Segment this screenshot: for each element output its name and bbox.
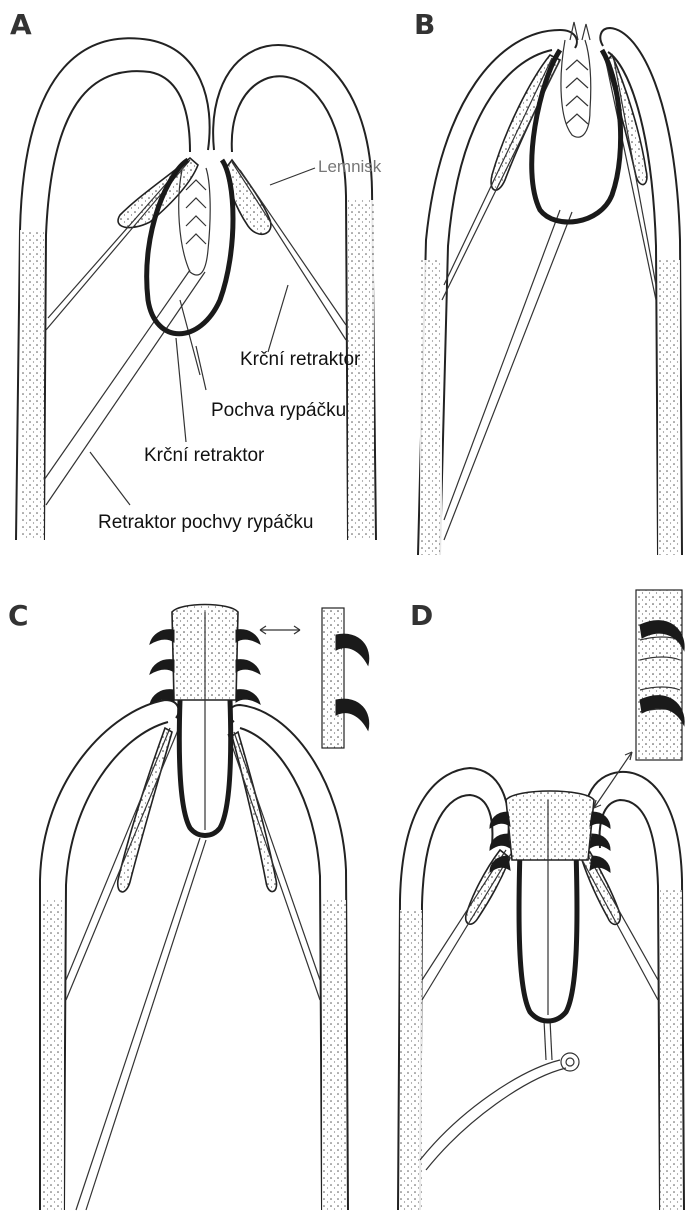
- panel-c: C: [8, 599, 369, 1210]
- panel-c-letter: C: [8, 599, 29, 632]
- label-lemnisk: Lemnisk: [318, 157, 382, 176]
- label-neck-retractor-upper: Krční retraktor: [240, 349, 361, 370]
- panel-c-body-wall: [40, 700, 348, 1210]
- panel-b-letter: B: [414, 8, 435, 41]
- panel-c-proboscis: [150, 605, 260, 836]
- panel-d-retractors: [420, 850, 658, 1170]
- panel-b-body-wall: [418, 28, 682, 555]
- panel-b-lemnisci: [491, 55, 647, 190]
- panel-d-proboscis: [490, 791, 610, 1021]
- label-sheath-retractor: Retraktor pochvy rypáčku: [98, 512, 313, 533]
- panel-a-letter: A: [10, 8, 32, 41]
- label-neck-retractor-lower: Krční retraktor: [144, 445, 265, 466]
- panel-a-lemnisci: [118, 158, 271, 234]
- panel-c-retractors: [66, 728, 320, 1210]
- panel-c-hook-detail: [260, 608, 369, 748]
- label-proboscis-sheath: Pochva rypáčku: [211, 400, 346, 421]
- panel-d-letter: D: [410, 599, 433, 632]
- panel-a: A: [10, 8, 382, 540]
- panel-d: D: [398, 590, 684, 1210]
- panel-b: B: [414, 8, 682, 555]
